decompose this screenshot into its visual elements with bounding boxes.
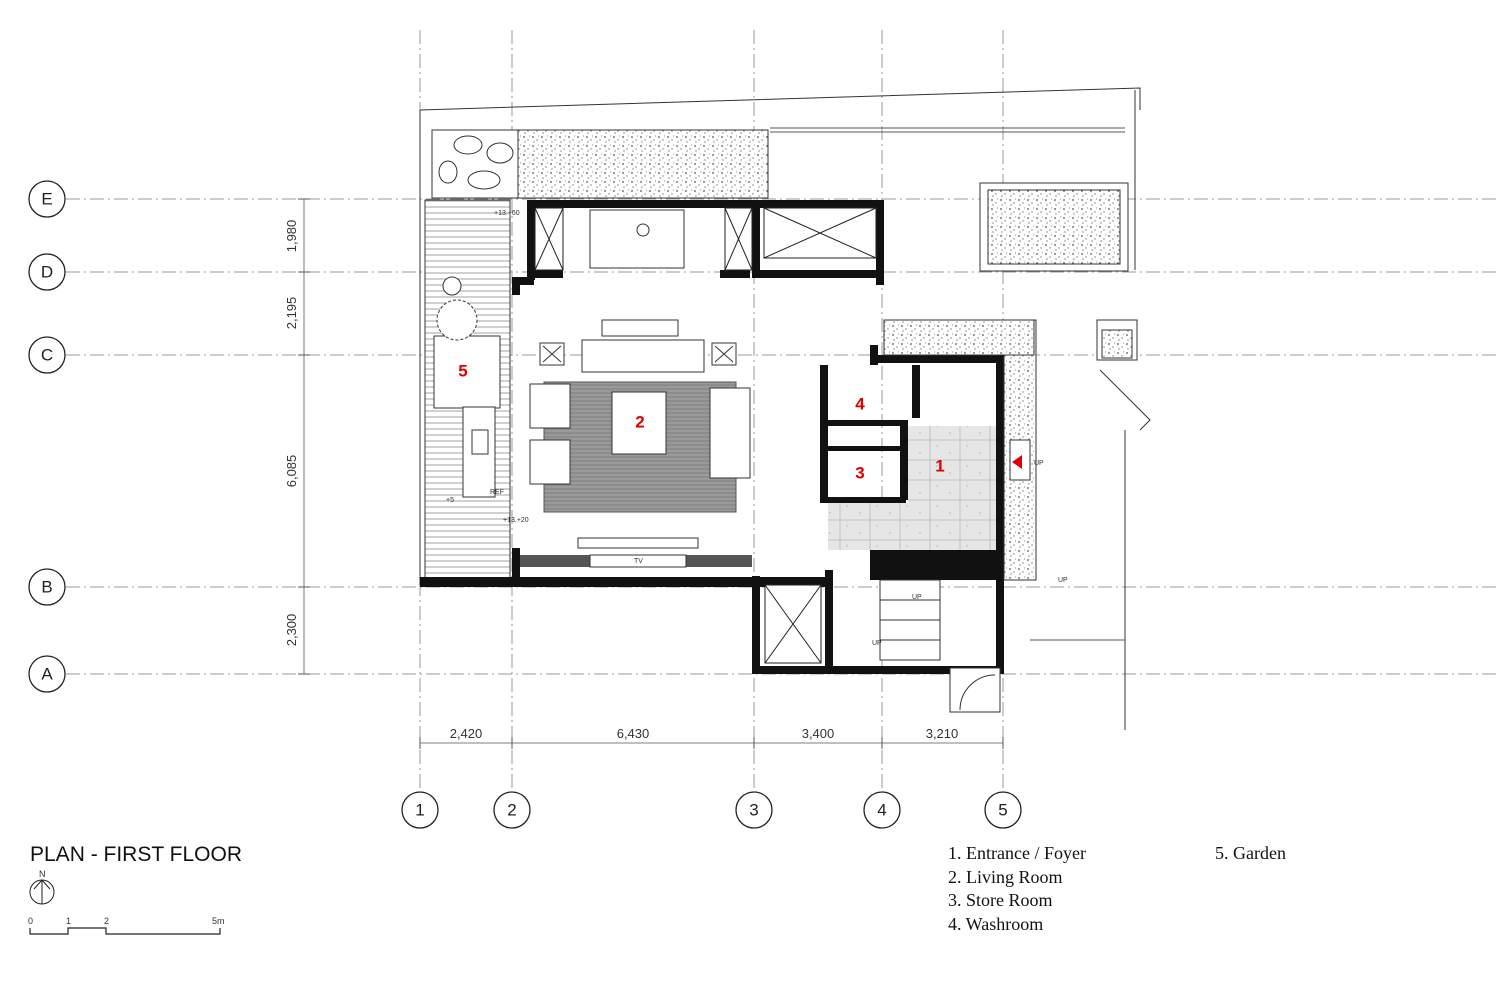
legend-item: 4. Washroom — [948, 913, 1044, 934]
scale-label: 2 — [104, 916, 109, 926]
up-annotation: UP — [1034, 460, 1044, 467]
row-label: D — [41, 263, 53, 282]
legend-item: 5. Garden — [1215, 843, 1286, 863]
room-number-4: 4 — [855, 395, 865, 414]
right-pool — [979, 182, 1151, 431]
level-annotation: +5 — [446, 497, 454, 504]
col-dimension-chain: 2,420 6,430 3,400 3,210 — [419, 726, 1004, 749]
row-bubble-b: B — [28, 568, 66, 606]
col-bubble-3: 3 — [735, 791, 773, 829]
row-label: C — [41, 346, 53, 365]
building-walls — [420, 200, 1004, 674]
legend-left: 1. Entrance / Foyer 2. Living Room 3. St… — [948, 842, 1086, 936]
row-label: E — [41, 190, 52, 209]
dim-col-12: 2,420 — [450, 726, 483, 741]
row-bubble-e: E — [28, 180, 66, 218]
up-annotation: UP — [872, 640, 882, 647]
row-bubble-d: D — [28, 253, 66, 291]
legend-item: 1. Entrance / Foyer — [948, 843, 1086, 863]
site-boundary — [419, 87, 1141, 730]
dim-col-34: 3,400 — [802, 726, 835, 741]
col-bubble-2: 2 — [493, 791, 531, 829]
room-number-5: 5 — [458, 362, 467, 381]
room-number-2: 2 — [635, 413, 644, 432]
row-bubble-a: A — [28, 655, 66, 693]
col-bubble-1: 1 — [401, 791, 439, 829]
level-annotation: +13.+20 — [503, 517, 529, 524]
tv-label: TV — [634, 558, 643, 565]
row-bubble-c: C — [28, 336, 66, 374]
col-label: 5 — [998, 801, 1007, 820]
legend-item: 3. Store Room — [948, 890, 1053, 910]
scale-label: 1 — [66, 916, 71, 926]
col-label: 3 — [749, 801, 758, 820]
legend-item: 2. Living Room — [948, 866, 1063, 887]
stairs: UP UP UP — [872, 577, 1068, 713]
scale-label: 5m — [212, 916, 225, 926]
scale-bar: 0 1 2 5m — [28, 916, 225, 935]
dim-col-45: 3,210 — [926, 726, 959, 741]
dim-row-ba: 2,300 — [284, 614, 299, 647]
row-dimension-chain: 1,980 2,195 6,085 2,300 — [284, 198, 310, 675]
foyer-floor: UP — [828, 319, 1044, 581]
col-bubble-4: 4 — [863, 791, 901, 829]
dim-row-cb: 6,085 — [284, 455, 299, 488]
dim-row-dc: 2,195 — [284, 297, 299, 330]
dim-row-ed: 1,980 — [284, 220, 299, 253]
planter-bed-top — [431, 129, 769, 199]
legend-right: 5. Garden — [1215, 842, 1286, 866]
north-arrow-icon: N — [29, 869, 55, 905]
row-label: A — [41, 665, 53, 684]
living-furniture: TV — [520, 209, 752, 568]
scale-label: 0 — [28, 916, 33, 926]
grid-lines-rows — [66, 198, 1500, 675]
dim-col-23: 6,430 — [617, 726, 650, 741]
north-label: N — [39, 869, 46, 879]
col-label: 1 — [415, 801, 424, 820]
col-label: 4 — [877, 801, 886, 820]
level-annotation: +13.+60 — [494, 210, 520, 217]
row-label: B — [41, 578, 52, 597]
drawing-title: PLAN - FIRST FLOOR — [30, 843, 242, 866]
garden-deck: +13.+60 +5 REF +13.+20 — [424, 199, 529, 581]
ref-annotation: REF — [490, 489, 504, 496]
room-number-3: 3 — [855, 464, 864, 483]
col-label: 2 — [507, 801, 516, 820]
col-bubble-5: 5 — [984, 791, 1022, 829]
up-annotation: UP — [912, 594, 922, 601]
room-number-1: 1 — [935, 457, 944, 476]
up-annotation: UP — [1058, 577, 1068, 584]
